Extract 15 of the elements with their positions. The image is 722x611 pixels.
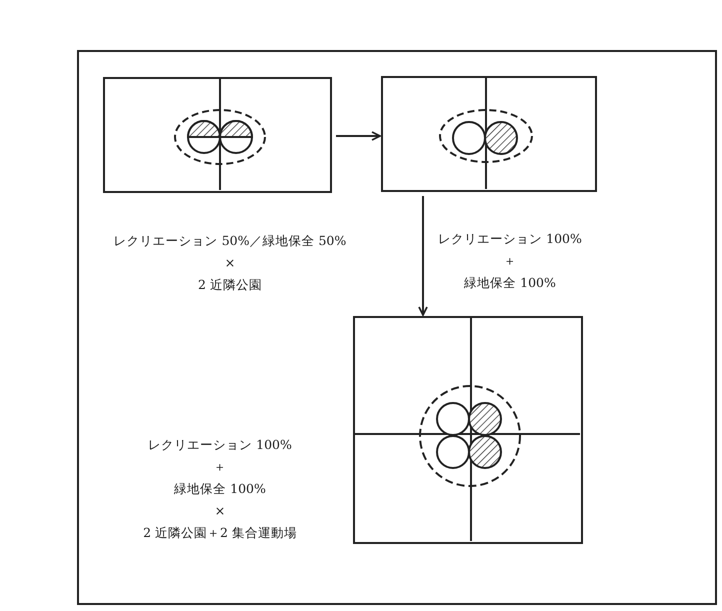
caption-text: ＋ <box>504 252 516 270</box>
caption-text: × <box>224 254 236 272</box>
caption-text: 2 近隣公園 <box>198 276 262 294</box>
caption-text: 2 近隣公園＋2 集合運動場 <box>143 524 297 542</box>
caption-text: レクリエーション 50%／緑地保全 50% <box>114 232 346 250</box>
caption-text: 緑地保全 100% <box>464 274 556 292</box>
caption-text: 緑地保全 100% <box>174 480 266 498</box>
caption-text: ＋ <box>214 458 226 476</box>
caption-text: レクリエーション 100% <box>148 436 292 454</box>
caption-text: レクリエーション 100% <box>438 230 582 248</box>
arrow <box>336 131 381 141</box>
site-plan-panel <box>381 76 597 192</box>
arrow <box>418 196 428 316</box>
site-plan-panel <box>103 77 332 193</box>
caption-text: × <box>214 502 226 520</box>
